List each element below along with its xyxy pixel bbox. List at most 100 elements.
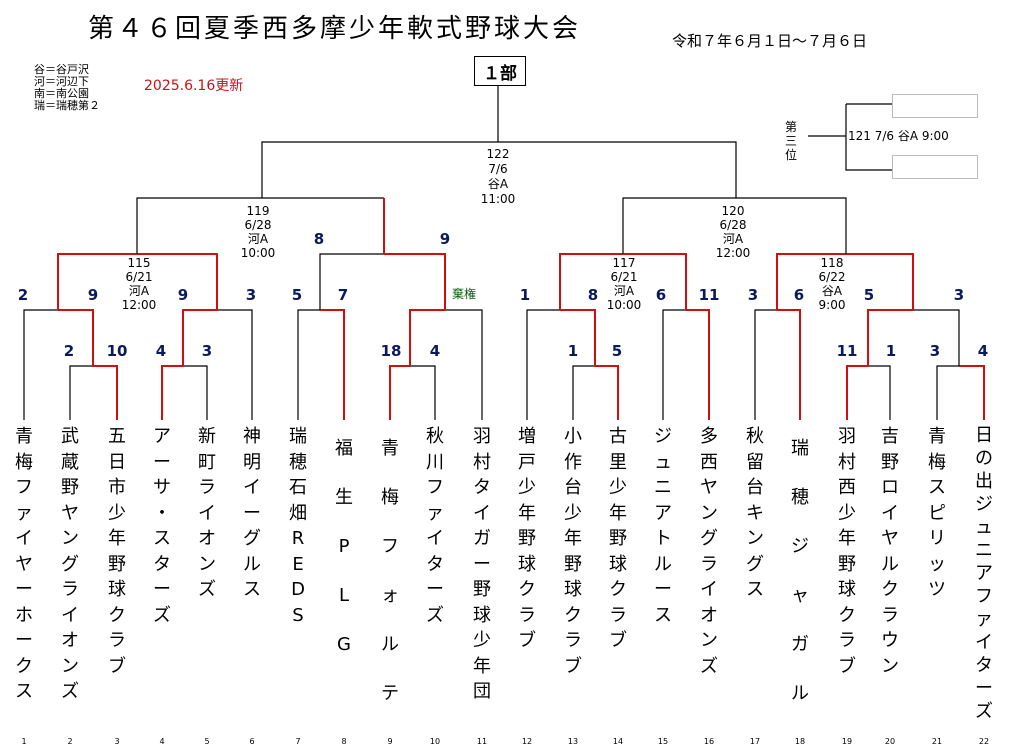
score: 5	[291, 286, 303, 304]
match-122-info: 122 7/6 谷A 11:00	[470, 147, 526, 207]
third-place-slot-top	[892, 94, 978, 118]
score: 9	[87, 286, 99, 304]
score: 8	[587, 286, 599, 304]
match-number: 117	[612, 256, 636, 270]
bracket-line	[183, 365, 208, 420]
bracket-line	[754, 309, 777, 420]
team-number: 15	[657, 737, 669, 746]
team-name: 羽村タイガー野球少年団	[473, 426, 491, 702]
score: 3	[747, 286, 759, 304]
team-number: 13	[567, 737, 579, 746]
bracket-line	[560, 309, 596, 366]
bracket-line	[319, 253, 384, 310]
team-name: 吉野ロイヤルクラウン	[881, 426, 899, 677]
team-name: 秋留台キングス	[746, 426, 764, 600]
team-number: 8	[341, 737, 347, 746]
match-number: 122	[486, 147, 510, 161]
team-number: 14	[612, 737, 624, 746]
legend-venue-1: 谷＝谷戸沢	[34, 63, 89, 76]
bracket-line	[320, 309, 345, 420]
team-name: 青梅スピリッツ	[928, 426, 946, 600]
match-time: 11:00	[480, 192, 516, 206]
bracket-line	[182, 309, 217, 366]
bracket-line	[217, 309, 253, 420]
bracket-line	[913, 309, 960, 366]
team-name: 古里少年野球クラブ	[609, 426, 627, 651]
team-number: 12	[521, 737, 533, 746]
match-date: 7/6	[488, 162, 508, 176]
bracket-line	[93, 365, 118, 420]
bracket-line	[136, 197, 384, 254]
team-name: 神明イーグルス	[243, 426, 261, 600]
match-time: 9:00	[818, 298, 846, 312]
bracket-line	[959, 365, 985, 420]
bracket-line	[389, 365, 410, 420]
team-name: 羽村西少年野球クラブ	[838, 426, 856, 677]
match-venue: 河A	[247, 232, 269, 246]
bracket-line	[526, 309, 560, 420]
match-venue: 谷A	[821, 284, 843, 298]
bracket-line	[297, 309, 320, 420]
bracket-line	[845, 104, 892, 171]
team-name: 武蔵野ヤングライオンズ	[61, 426, 79, 702]
team-number: 16	[703, 737, 715, 746]
score: 6	[655, 286, 667, 304]
bracket-line	[161, 365, 183, 420]
score: 3	[201, 342, 213, 360]
match-number: 119	[246, 204, 270, 218]
team-number: 9	[387, 737, 393, 746]
bracket-line	[23, 309, 58, 420]
bracket-line	[846, 365, 868, 420]
match-time: 12:00	[121, 298, 157, 312]
bracket-line	[622, 197, 847, 254]
team-name: 五日市少年野球クラブ	[108, 426, 126, 677]
score: 9	[177, 286, 189, 304]
bracket-line	[868, 365, 891, 420]
team-number: 6	[249, 737, 255, 746]
bracket-line	[595, 365, 619, 420]
bracket-line	[846, 253, 914, 310]
third-place-label: 第三位	[784, 120, 797, 162]
match-time: 10:00	[240, 246, 276, 260]
match-time: 10:00	[606, 298, 642, 312]
team-number: 3	[114, 737, 120, 746]
score: 4	[155, 342, 167, 360]
team-name: 増戸少年野球クラブ	[518, 426, 536, 651]
match-venue: 河A	[128, 284, 150, 298]
team-name: 青梅フォルテ	[381, 438, 399, 704]
team-name: アーサ・スターズ	[153, 426, 171, 626]
legend-venue-2: 河＝河辺下	[34, 75, 89, 88]
bracket-line	[69, 365, 93, 420]
score: 7	[337, 286, 349, 304]
bracket-line	[57, 253, 137, 310]
team-name: 秋川ファイターズ	[426, 426, 444, 626]
score: 6	[793, 286, 805, 304]
bracket-line	[777, 309, 801, 420]
bracket-line	[58, 309, 94, 366]
bracket-line	[410, 365, 436, 420]
update-date: 2025.6.16更新	[144, 78, 244, 94]
bracket-line	[384, 253, 446, 310]
bracket-line	[867, 309, 913, 366]
bracket-line	[137, 253, 218, 310]
team-number: 2	[67, 737, 73, 746]
division-label: １部	[474, 56, 526, 86]
third-place-match-info: 121 7/6 谷A 9:00	[848, 129, 949, 143]
bracket-line	[936, 365, 959, 420]
team-number: 20	[884, 737, 896, 746]
match-number: 118	[820, 256, 844, 270]
legend-venue-3: 南＝南公園	[34, 87, 89, 100]
team-number: 11	[476, 737, 488, 746]
match-date: 6/22	[818, 270, 846, 284]
third-place-slot-bottom	[892, 155, 978, 179]
team-number: 19	[841, 737, 853, 746]
team-name: 日の出ジュニアファイターズ	[975, 425, 993, 722]
team-name: 多西ヤングライオンズ	[700, 426, 718, 677]
bracket-line	[686, 309, 710, 420]
team-name: 小作台少年野球クラブ	[564, 426, 582, 677]
score: 2	[63, 342, 75, 360]
score: 4	[429, 342, 441, 360]
page-title: 第４６回夏季西多摩少年軟式野球大会	[88, 14, 582, 44]
match-time: 12:00	[715, 246, 751, 260]
